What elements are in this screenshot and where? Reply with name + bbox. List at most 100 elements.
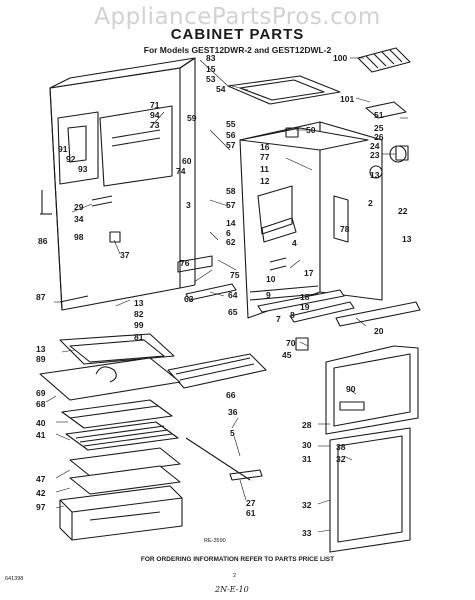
callout: 28 [302, 420, 312, 430]
callout-leader-lines [45, 57, 408, 533]
callout: 19 [300, 302, 310, 312]
callout: 53 [206, 74, 216, 84]
watermark-text: AppliancePartsPros.com [94, 4, 381, 30]
callout: 9 [266, 290, 271, 300]
callout: 41 [36, 430, 46, 440]
callout: 91 [58, 144, 68, 154]
callout: 77 [260, 152, 270, 162]
callout: 3 [186, 200, 191, 210]
callout: 15 [206, 64, 216, 74]
callout: 14 [226, 218, 236, 228]
callout: 89 [36, 354, 46, 364]
callout: 27 [246, 498, 256, 508]
callout: 69 [36, 388, 46, 398]
diagram-title: CABINET PARTS [170, 26, 305, 43]
callout: 99 [134, 320, 144, 330]
callout: 93 [78, 164, 88, 174]
callout: 40 [36, 418, 46, 428]
callout: 71 [150, 100, 160, 110]
callout: 45 [282, 350, 292, 360]
callout: 86 [38, 236, 48, 246]
ref-code: RE-3590 [204, 538, 226, 544]
callout: 66 [226, 390, 236, 400]
callout: 37 [120, 250, 130, 260]
callout: 2 [368, 198, 373, 208]
callout: 17 [304, 268, 314, 278]
callout: 74 [176, 166, 186, 176]
callout: 13 [402, 234, 412, 244]
callout: 30 [302, 440, 312, 450]
callout: 63 [184, 294, 194, 304]
callout: 32 [336, 454, 346, 464]
callout: 13 [134, 298, 144, 308]
callout: 31 [302, 454, 312, 464]
outer-cabinet-shell [40, 57, 196, 311]
cabinet-liner [239, 121, 383, 319]
shelves-crispers [59, 399, 183, 541]
callout: 29 [74, 202, 84, 212]
callout: 47 [36, 474, 46, 484]
callout-numbers: 100 83 15 53 54 101 51 25 26 24 23 50 71… [36, 53, 412, 544]
publication-code: 641398 [5, 576, 24, 582]
callout: 90 [346, 384, 356, 394]
callout: 4 [292, 238, 297, 248]
callout: 76 [180, 258, 190, 268]
callout: 32 [302, 500, 312, 510]
diagram-subtitle: For Models GEST12DWR-2 and GEST12DWL-2 [143, 45, 332, 55]
callout: 12 [260, 176, 270, 186]
callout: 73 [150, 120, 160, 130]
callout: 6 [226, 228, 231, 238]
callout: 81 [134, 332, 144, 342]
callout: 83 [206, 53, 216, 63]
handwritten-note: 2N-E-10 [215, 585, 249, 594]
callout: 13 [36, 344, 46, 354]
callout: 75 [230, 270, 240, 280]
callout: 92 [66, 154, 76, 164]
callout: 68 [36, 399, 46, 409]
callout: 59 [187, 113, 197, 123]
callout: 42 [36, 488, 46, 498]
callout: 22 [398, 206, 408, 216]
callout: 64 [228, 290, 238, 300]
callout: 70 [286, 338, 296, 348]
callout: 23 [370, 150, 380, 160]
bottom-parts [39, 231, 421, 401]
callout: 57 [226, 140, 236, 150]
callout: 94 [150, 110, 160, 120]
callout: 87 [36, 292, 46, 302]
callout: 16 [260, 142, 270, 152]
ordering-note: FOR ORDERING INFORMATION REFER TO PARTS … [140, 556, 335, 563]
callout: 55 [226, 119, 236, 129]
callout: 82 [134, 309, 144, 319]
callout: 97 [36, 502, 46, 512]
callout: 7 [276, 314, 281, 324]
callout: 24 [370, 141, 380, 151]
callout: 10 [266, 274, 276, 284]
top-components [227, 47, 411, 179]
callout: 56 [226, 130, 236, 140]
callout: 62 [226, 237, 236, 247]
callout: 18 [300, 292, 310, 302]
callout: 8 [290, 310, 295, 320]
callout: 25 [374, 123, 384, 133]
callout: 61 [246, 508, 256, 518]
callout: 98 [74, 232, 84, 242]
callout: 78 [340, 224, 350, 234]
page-number: 2 [233, 573, 237, 579]
callout: 58 [226, 186, 236, 196]
callout: 34 [74, 214, 84, 224]
callout: 65 [228, 307, 238, 317]
callout: 33 [302, 528, 312, 538]
callout: 13 [370, 170, 380, 180]
callout: 11 [260, 164, 269, 174]
callout: 101 [340, 94, 354, 104]
callout: 38 [336, 442, 346, 452]
callout: 26 [374, 132, 384, 142]
callout: 51 [374, 110, 384, 120]
callout: 20 [374, 326, 384, 336]
callout: 36 [228, 407, 238, 417]
callout: 54 [216, 84, 226, 94]
callout: 50 [306, 125, 316, 135]
callout: 100 [333, 53, 347, 63]
